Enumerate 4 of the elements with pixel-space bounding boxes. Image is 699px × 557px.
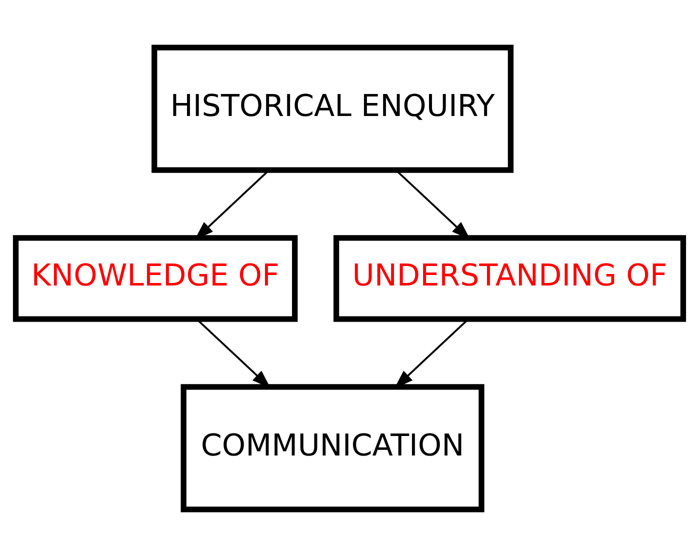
node-box: UNDERSTANDING OF	[333, 235, 686, 322]
node-box: COMMUNICATION	[180, 384, 484, 512]
node-box: KNOWLEDGE OF	[12, 235, 298, 322]
node-box: HISTORICAL ENQUIRY	[152, 44, 514, 173]
